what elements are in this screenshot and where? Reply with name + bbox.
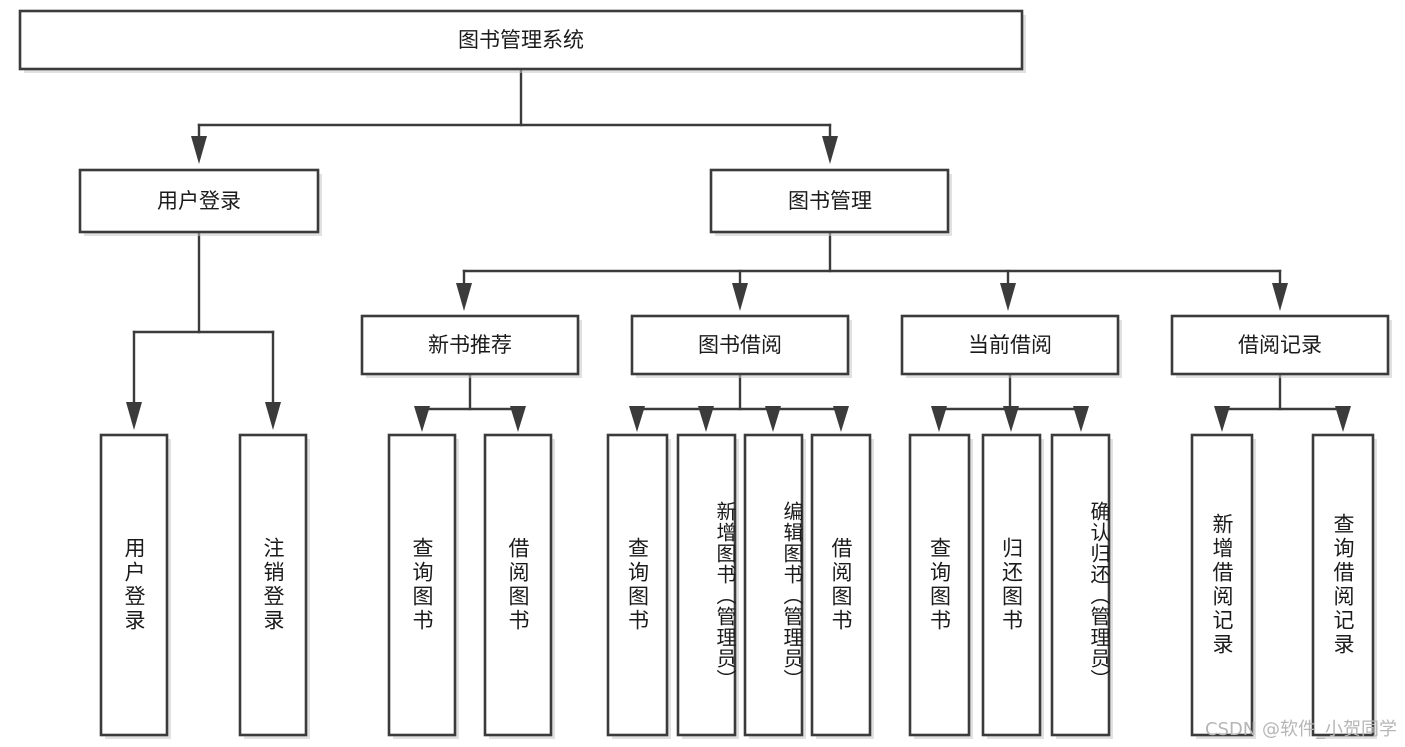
arrow-record-l2-icon <box>1335 406 1351 432</box>
node-root-label: 图书管理系统 <box>458 28 584 52</box>
leaf-box-borrow-book[interactable] <box>810 433 872 737</box>
node-user-login-label: 用户登录 <box>157 189 241 213</box>
node-current-borrow-box[interactable] <box>900 314 1120 376</box>
node-book-borrow-label: 图书借阅 <box>698 333 782 357</box>
node-current-borrow-label: 当前借阅 <box>968 333 1052 357</box>
leaf-box-add-borrow-record[interactable] <box>1190 433 1254 737</box>
leaf-box-confirm-return-admin[interactable] <box>1050 433 1111 737</box>
arrow-bookmgmt-c4-icon <box>1272 283 1288 311</box>
node-root[interactable]: 图书管理系统 <box>18 9 1026 73</box>
leaf-box-query-book-current[interactable] <box>908 433 971 737</box>
leaf-box-borrow-book-new[interactable] <box>483 433 553 737</box>
connector-group-newbook <box>414 372 526 432</box>
arrow-bookmgmt-c1-icon <box>456 283 472 311</box>
arrow-borrow-l2-icon <box>698 406 714 432</box>
node-new-book-recommend-label: 新书推荐 <box>428 333 512 357</box>
node-book-borrow[interactable]: 图书借阅 <box>630 314 852 378</box>
leaf-box-edit-book-admin[interactable] <box>743 433 804 737</box>
arrow-current-l2-icon <box>1003 406 1019 432</box>
leaf-boxes <box>99 433 1377 739</box>
connector-group-record <box>1214 372 1351 432</box>
connector-group-borrow <box>629 372 849 432</box>
connector-group-root <box>191 67 838 164</box>
arrow-borrow-l3-icon <box>765 406 781 432</box>
arrow-root-to-login-icon <box>191 136 207 164</box>
arrow-login-leaf2-icon <box>265 402 281 430</box>
arrow-login-leaf1-icon <box>126 402 142 430</box>
node-borrow-record[interactable]: 借阅记录 <box>1170 314 1392 378</box>
leaf-box-return-book[interactable] <box>981 433 1042 737</box>
csdn-watermark: CSDN @软件_小贺同学 <box>1204 719 1397 740</box>
arrow-bookmgmt-c2-icon <box>732 283 748 311</box>
node-book-management-label: 图书管理 <box>788 189 872 213</box>
leaf-box-logout-login[interactable] <box>238 433 308 737</box>
leaf-box-query-borrow-record[interactable] <box>1311 433 1375 737</box>
arrow-newbook-l1-icon <box>414 406 430 432</box>
node-new-book-recommend-box[interactable] <box>360 314 580 376</box>
node-user-login[interactable]: 用户登录 <box>78 168 322 236</box>
node-book-management[interactable]: 图书管理 <box>709 168 952 236</box>
leaf-box-query-book-borrow[interactable] <box>606 433 669 737</box>
arrow-root-to-bookmgmt-icon <box>822 136 838 164</box>
node-user-login-box[interactable] <box>78 168 320 234</box>
connector-group-login <box>126 230 281 430</box>
arrow-bookmgmt-c3-icon <box>1000 283 1016 311</box>
node-borrow-record-box[interactable] <box>1170 314 1390 376</box>
arrow-current-l1-icon <box>931 406 947 432</box>
node-book-borrow-box[interactable] <box>630 314 850 376</box>
node-borrow-record-label: 借阅记录 <box>1238 333 1322 357</box>
arrow-newbook-l2-icon <box>510 406 526 432</box>
arrow-current-l3-icon <box>1073 406 1089 432</box>
arrow-borrow-l4-icon <box>833 406 849 432</box>
node-book-management-box[interactable] <box>709 168 950 234</box>
arrow-record-l1-icon <box>1214 406 1230 432</box>
leaf-box-user-login[interactable] <box>99 433 169 737</box>
leaf-box-add-book-admin[interactable] <box>676 433 737 737</box>
connector-group-bookmgmt <box>456 230 1288 311</box>
connector-group-current <box>931 372 1089 432</box>
node-root-box[interactable] <box>18 9 1024 71</box>
arrow-borrow-l1-icon <box>629 406 645 432</box>
node-new-book-recommend[interactable]: 新书推荐 <box>360 314 582 378</box>
node-current-borrow[interactable]: 当前借阅 <box>900 314 1122 378</box>
leaf-box-query-book-new[interactable] <box>387 433 457 737</box>
